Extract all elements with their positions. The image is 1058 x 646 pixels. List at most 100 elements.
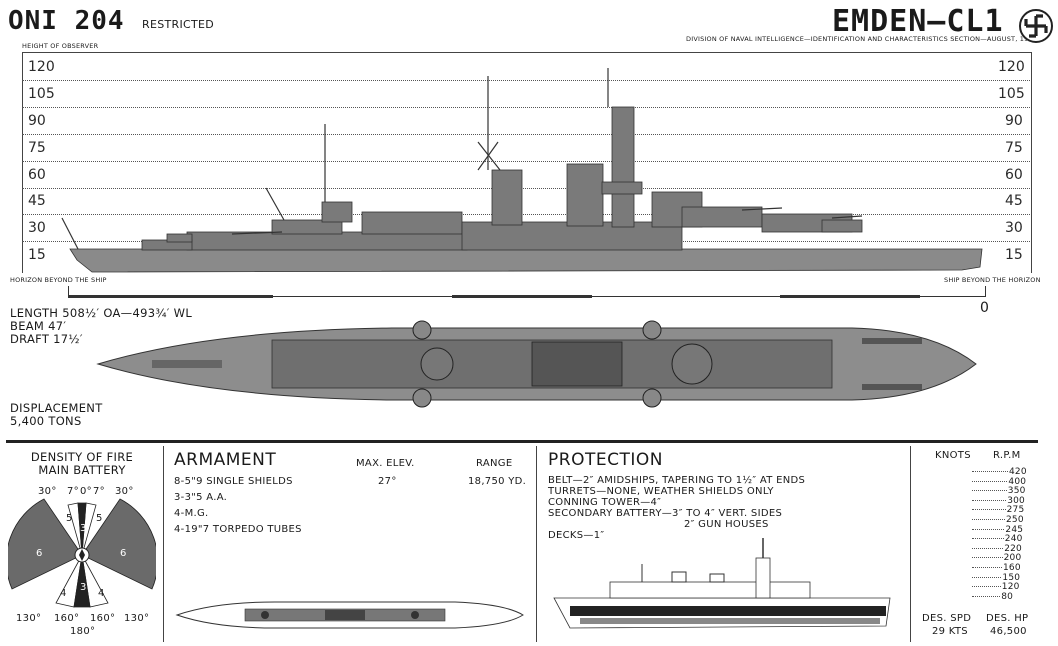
rpm-leader-dots [972, 538, 1004, 540]
density-of-fire-diagram [8, 498, 156, 608]
rpm-row: 250 [972, 515, 1024, 525]
protection-conning-tower: CONNING TOWER—4″ [548, 497, 662, 508]
height-scale-left-30: 30 [28, 220, 46, 236]
sector-value-fwd: 3 [80, 523, 87, 534]
max-elevation-value: 27° [378, 476, 397, 487]
armament-item: 4-19"7 TORPEDO TUBES [174, 524, 302, 535]
height-scale-right-30: 30 [1005, 220, 1023, 236]
height-of-observer-label: HEIGHT OF OBSERVER [22, 42, 99, 50]
rpm-value: 250 [1006, 515, 1024, 525]
rpm-value: 420 [1009, 467, 1027, 477]
ship-beyond-horizon-label: SHIP BEYOND THE HORIZON [944, 276, 1041, 284]
height-scale-left-90: 90 [28, 113, 46, 129]
density-title-2: MAIN BATTERY [38, 463, 126, 477]
design-hp-label: DES. HP [986, 613, 1029, 624]
protection-profile-sketch [553, 538, 891, 629]
document-id: ONI 204 [8, 6, 125, 36]
rpm-row: 120 [972, 582, 1020, 592]
rpm-row: 300 [972, 496, 1025, 506]
sector-value-port: 6 [36, 548, 43, 559]
section-separator [6, 440, 1038, 443]
height-scale-right-105: 105 [998, 86, 1025, 102]
angle-7-left: 7° [67, 486, 79, 497]
rpm-row: 245 [972, 525, 1023, 535]
draft-value: DRAFT 17½′ [10, 332, 83, 346]
angle-7-right: 7° [93, 486, 105, 497]
angle-160-left: 160° [54, 613, 80, 624]
rpm-leader-dots [972, 586, 1001, 588]
rpm-leader-dots [972, 576, 1002, 578]
rpm-row: 220 [972, 544, 1022, 554]
armament-plan-sketch [175, 601, 524, 629]
rpm-leader-dots [972, 595, 1001, 597]
range-value: 18,750 YD. [468, 476, 527, 487]
rpm-row: 200 [972, 553, 1021, 563]
range-header: RANGE [476, 458, 513, 469]
division-label: DIVISION OF NAVAL INTELLIGENCE—IDENTIFIC… [686, 35, 1038, 43]
max-elevation-header: MAX. ELEV. [356, 458, 415, 469]
sector-value-fwd-stbd: 5 [96, 513, 103, 524]
rpm-leader-dots [972, 509, 1006, 511]
angle-160-right: 160° [90, 613, 116, 624]
rpm-value: 160 [1003, 563, 1021, 573]
protection-turrets: TURRETS—NONE, WEATHER SHIELDS ONLY [548, 486, 774, 497]
rpm-value: 80 [1001, 591, 1014, 602]
protection-secondary-battery: SECONDARY BATTERY—3″ TO 4″ VERT. SIDES [548, 508, 783, 519]
armament-title: ARMAMENT [174, 450, 277, 470]
ship-name: EMDEN—CL1 [832, 4, 1004, 39]
armament-item: 4-M.G. [174, 508, 209, 519]
rpm-leader-dots [972, 499, 1007, 501]
horizon-beyond-ship-label: HORIZON BEYOND THE SHIP [10, 276, 107, 284]
rpm-value: 400 [1008, 476, 1027, 487]
rpm-leader-dots [972, 480, 1008, 482]
height-scale-left-120: 120 [28, 59, 55, 75]
height-scale-left-75: 75 [28, 140, 46, 156]
angle-180: 180° [70, 626, 96, 637]
height-scale-left-45: 45 [28, 193, 46, 209]
design-hp-value: 46,500 [990, 626, 1027, 637]
classification-label: RESTRICTED [142, 18, 215, 31]
rpm-row: 160 [972, 563, 1021, 573]
rpm-value: 150 [1002, 572, 1021, 583]
protection-title: PROTECTION [548, 450, 663, 470]
rpm-value: 350 [1007, 486, 1026, 497]
profile-frame [22, 52, 1032, 273]
protection-gun-houses: 2″ GUN HOUSES [684, 519, 769, 530]
ship-plan-view [96, 320, 977, 408]
sector-value-aft-port: 4 [60, 588, 67, 599]
angle-30-left: 30° [38, 486, 57, 497]
rpm-row: 350 [972, 486, 1026, 496]
sector-value-aft: 3 [80, 582, 87, 593]
angle-0: 0° [80, 486, 92, 497]
rpm-value: 240 [1004, 534, 1023, 545]
rpm-value: 120 [1001, 582, 1020, 593]
angle-130-right: 130° [124, 613, 150, 624]
rpm-row: 240 [972, 534, 1023, 544]
height-scale-right-75: 75 [1005, 140, 1023, 156]
rpm-leader-dots [972, 528, 1005, 530]
rpm-header: R.P.M [993, 450, 1021, 461]
rpm-leader-dots [972, 471, 1008, 472]
density-title-1: DENSITY OF FIRE [30, 450, 134, 464]
rpm-value: 200 [1003, 553, 1022, 564]
design-speed-label: DES. SPD [922, 613, 972, 624]
height-scale-left-15: 15 [28, 247, 46, 263]
sector-value-fwd-port: 5 [66, 513, 73, 524]
rpm-value: 220 [1004, 543, 1022, 554]
design-speed-value: 29 KTS [932, 626, 968, 637]
ship-profile-silhouette [61, 68, 983, 273]
angle-130-left: 130° [16, 613, 42, 624]
rpm-value: 245 [1005, 524, 1024, 535]
rpm-leader-dots [972, 490, 1007, 492]
angle-30-right: 30° [115, 486, 134, 497]
displacement-label: DISPLACEMENT [10, 401, 103, 415]
naval-ensign-emblem-icon [1019, 9, 1053, 43]
sector-value-stbd: 6 [120, 548, 127, 559]
height-scale-right-60: 60 [1005, 167, 1023, 183]
height-scale-right-45: 45 [1005, 193, 1023, 209]
protection-belt: BELT—2″ AMIDSHIPS, TAPERING TO 1½″ AT EN… [548, 475, 806, 486]
armament-item: 8-5"9 SINGLE SHIELDS [174, 476, 293, 487]
rpm-value: 275 [1006, 505, 1025, 516]
rpm-leader-dots [972, 567, 1002, 568]
rpm-row: 420 [972, 467, 1027, 477]
